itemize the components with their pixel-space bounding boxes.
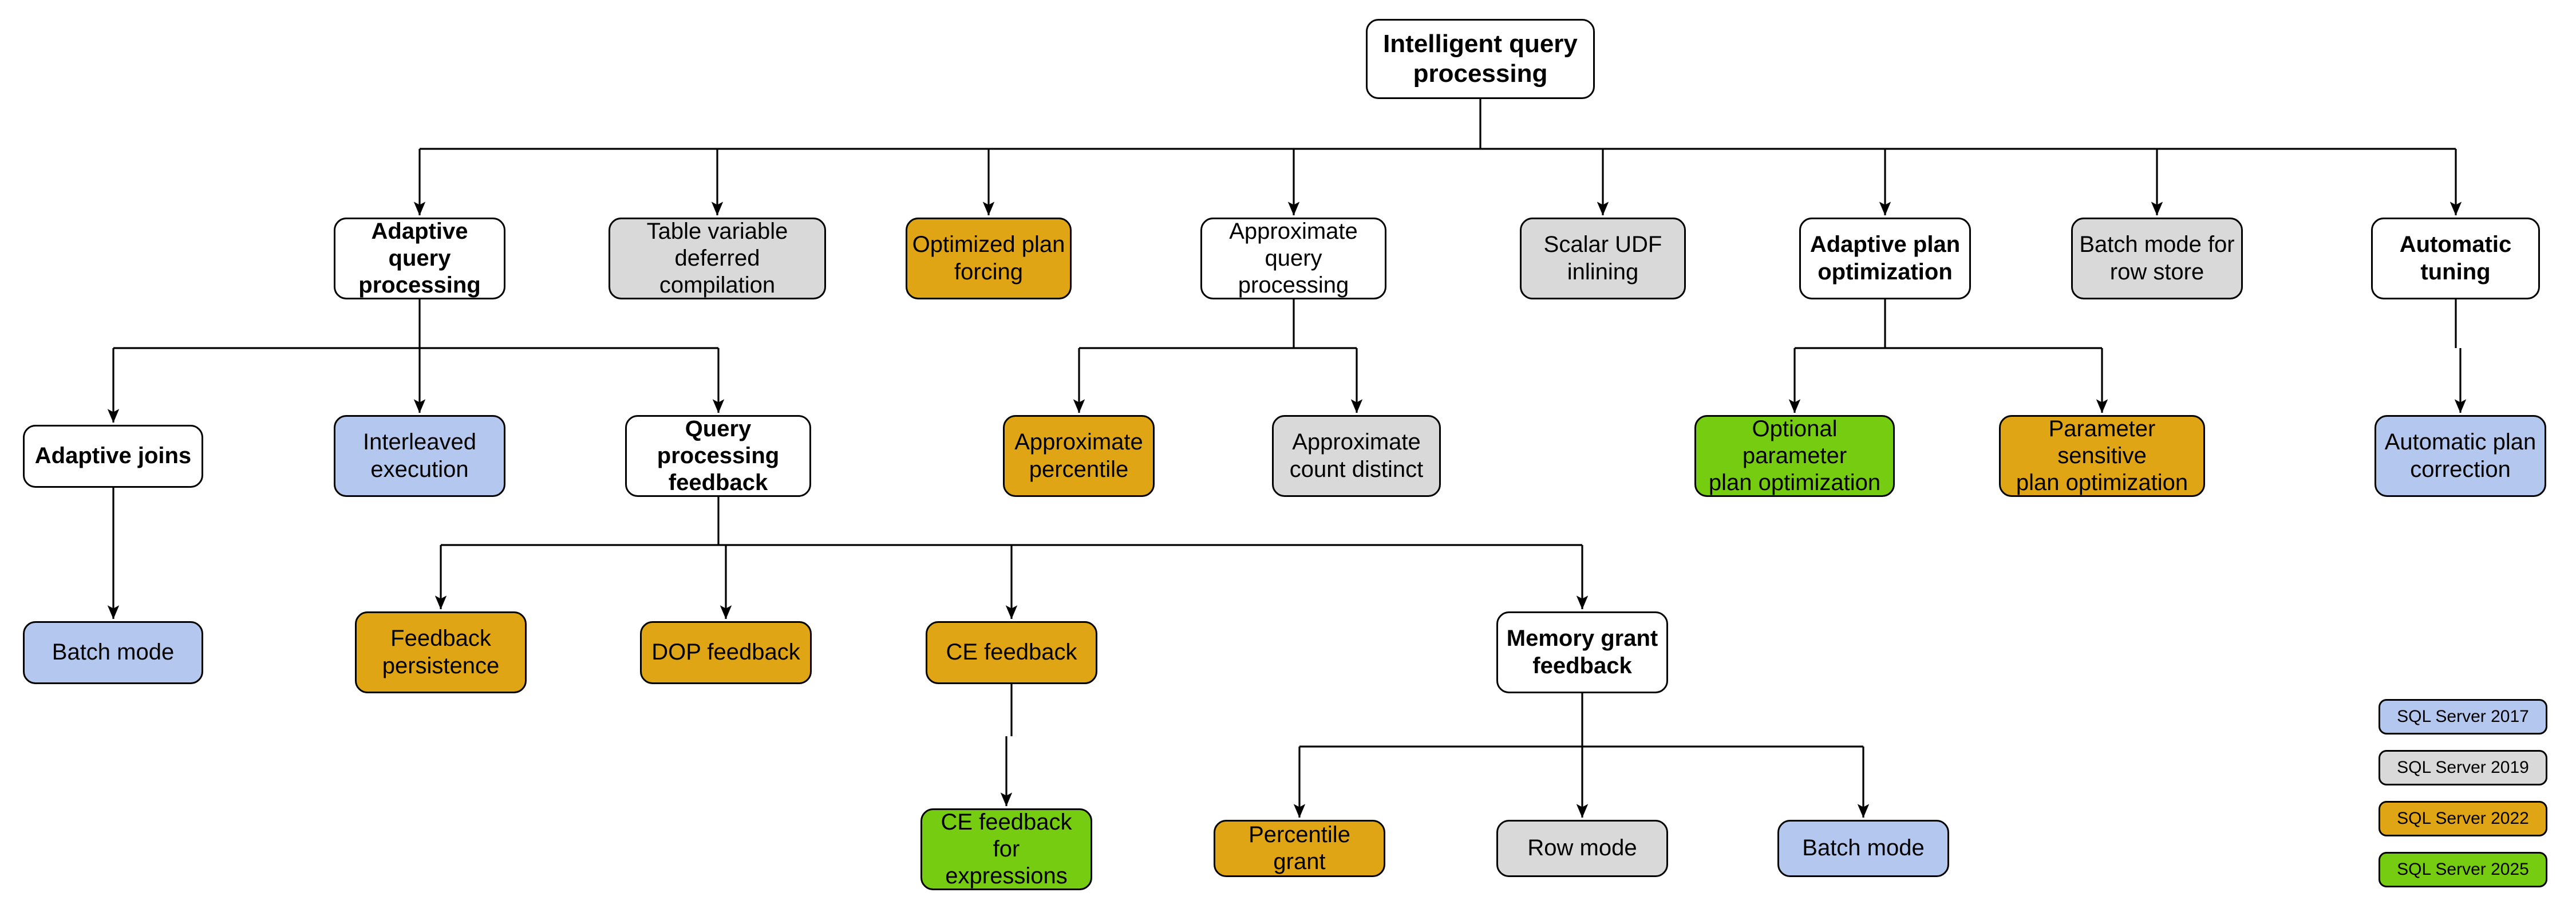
node-ce-feedback[interactable]: CE feedback	[926, 621, 1097, 684]
legend-item-sql-server-2019: SQL Server 2019	[2379, 750, 2547, 785]
node-batch-mode-adaptive-joins[interactable]: Batch mode	[23, 621, 203, 684]
legend-item-sql-server-2025: SQL Server 2025	[2379, 852, 2547, 887]
node-row-mode[interactable]: Row mode	[1496, 820, 1668, 877]
legend-item-label: SQL Server 2025	[2397, 860, 2529, 879]
node-label: Adaptive joins	[34, 443, 192, 469]
node-label: DOP feedback	[651, 639, 800, 665]
node-label: Batch mode	[1802, 835, 1925, 861]
node-label: CE feedback	[946, 639, 1077, 665]
legend-item-sql-server-2017: SQL Server 2017	[2379, 699, 2547, 735]
legend-item-sql-server-2022: SQL Server 2022	[2379, 801, 2547, 836]
node-label: Percentile grant	[1249, 822, 1350, 874]
node-percentile-grant[interactable]: Percentile grant	[1214, 820, 1385, 877]
node-dop-feedback[interactable]: DOP feedback	[640, 621, 812, 684]
node-label: Batch mode	[52, 639, 175, 665]
legend-item-label: SQL Server 2022	[2397, 809, 2529, 828]
node-label: Row mode	[1527, 835, 1637, 861]
legend-item-label: SQL Server 2019	[2397, 758, 2529, 777]
node-batch-mode-memory-grant[interactable]: Batch mode	[1777, 820, 1949, 877]
node-adaptive-joins[interactable]: Adaptive joins	[23, 425, 203, 488]
legend-item-label: SQL Server 2017	[2397, 707, 2529, 726]
